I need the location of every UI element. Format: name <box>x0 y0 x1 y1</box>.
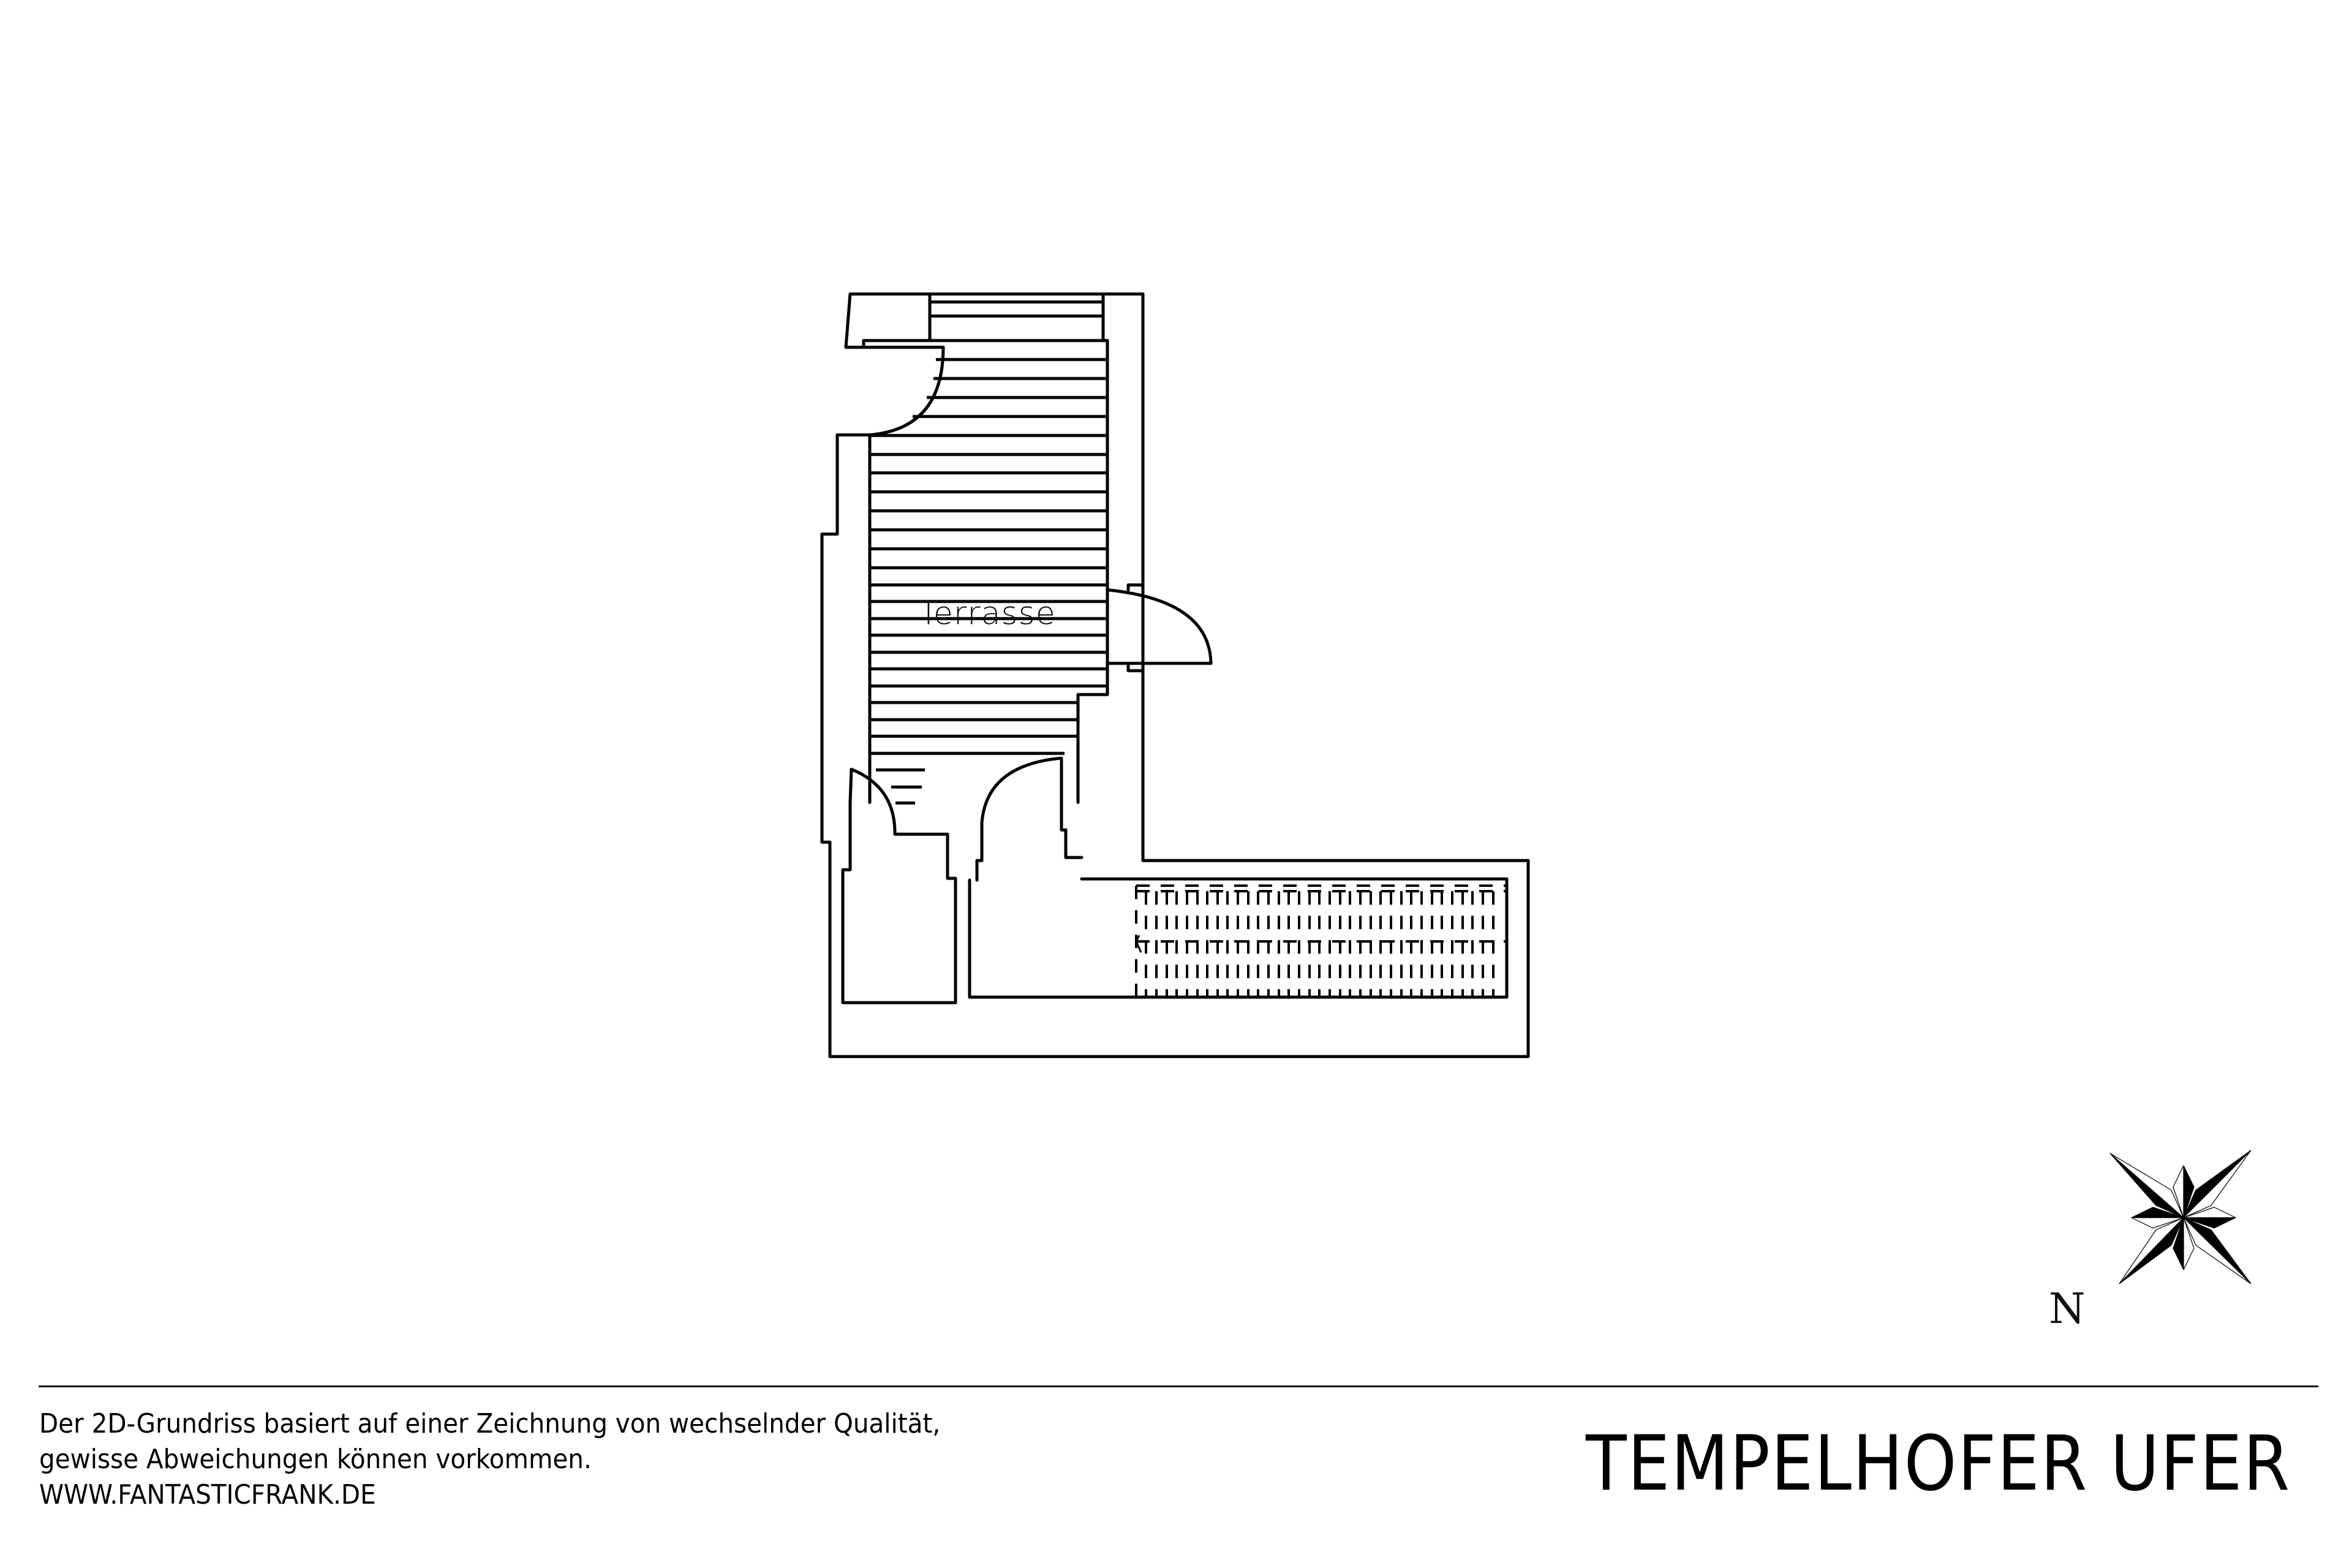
wall-top-left-block <box>844 292 945 349</box>
compass-north-label: N <box>2049 1285 2086 1333</box>
wall-top-left-inner <box>862 339 1109 349</box>
deck-lines <box>870 358 1107 805</box>
room-label-terrasse: Terrasse <box>919 595 1056 632</box>
compass-rose-icon <box>2109 1150 2252 1284</box>
door-swing-top-left <box>835 345 945 437</box>
stair-arrow-mark <box>1135 935 1142 953</box>
right-wall-lower <box>1126 662 1145 862</box>
footer-divider <box>39 1385 2318 1387</box>
storage-dashed-grid <box>1135 884 1507 997</box>
property-title: TEMPELHOFER UFER <box>1585 1420 2291 1508</box>
footer-disclaimer: Der 2D-Grundriss basiert auf einer Zeich… <box>39 1406 940 1513</box>
door-swing-bottom-left <box>841 767 957 1005</box>
right-wall-upper <box>1126 292 1145 592</box>
website-link[interactable]: WWW.FANTASTICFRANK.DE <box>39 1479 376 1510</box>
terrasse-right-wall <box>1076 339 1109 804</box>
door-swing-right <box>1106 588 1213 665</box>
disclaimer-line-1: Der 2D-Grundriss basiert auf einer Zeich… <box>39 1408 941 1439</box>
storage-outline <box>968 877 1509 999</box>
door-swing-bottom-right <box>975 756 1084 882</box>
disclaimer-line-2: gewisse Abweichungen können vorkommen. <box>39 1444 592 1475</box>
